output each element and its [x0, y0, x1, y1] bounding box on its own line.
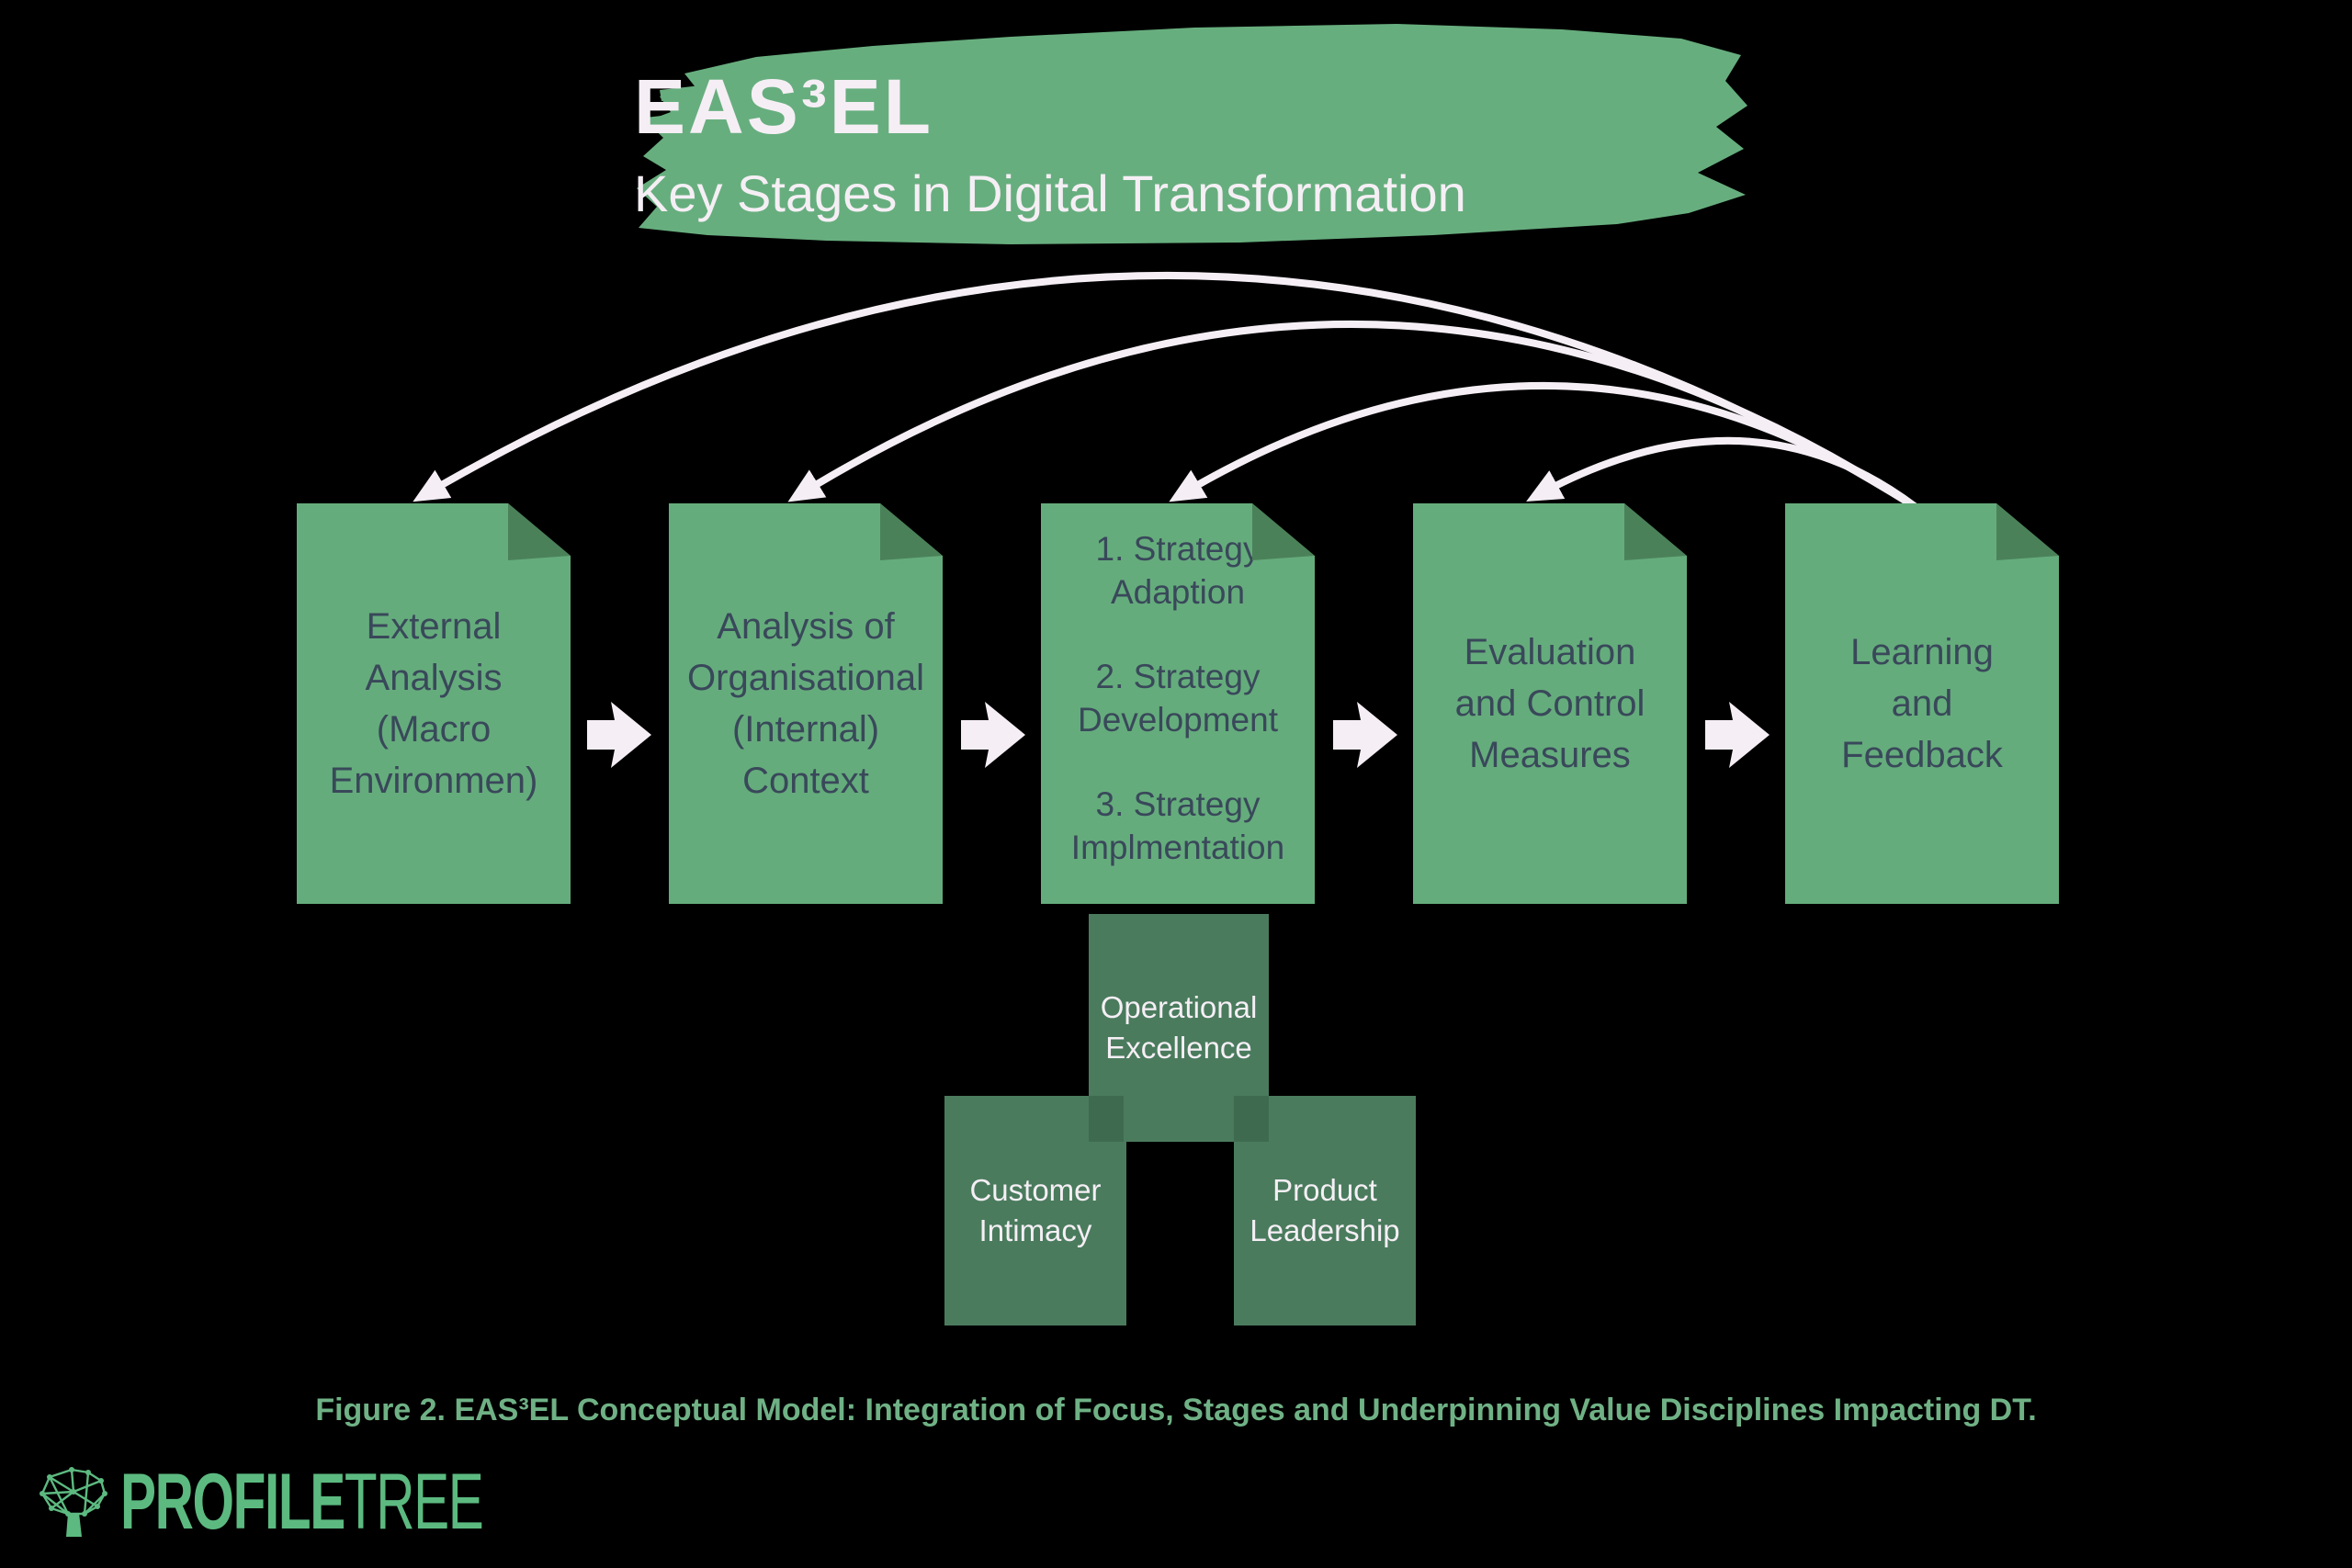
stage-box-organisational-context: Analysis of Organisational (Internal) Co… — [669, 503, 943, 904]
fold-corner-icon — [1624, 503, 1687, 560]
stage-box-learning-feedback: Learning and Feedback — [1785, 503, 2059, 904]
stage-box-strategy-stages: 1. Strategy Adaption 2. Strategy Develop… — [1041, 503, 1315, 904]
strategy-item-development: 2. Strategy Development — [1077, 658, 1278, 739]
feedback-arc-to-stage3 — [1169, 382, 1918, 511]
box-overlap-shade — [1234, 1096, 1269, 1142]
stage-label: Evaluation and Control Measures — [1454, 632, 1645, 775]
brush-stroke — [637, 24, 1747, 244]
stage-label: Learning and Feedback — [1841, 632, 2003, 775]
profiletree-logo: PROFILETREE — [40, 1457, 653, 1548]
figure-caption: Figure 2. EAS³EL Conceptual Model: Integ… — [315, 1393, 2037, 1427]
diagram-title: EAS³EL — [634, 63, 934, 150]
brand-profile: PROFILE — [120, 1458, 345, 1546]
feedback-arc-to-stage4 — [1526, 437, 1918, 511]
strategy-list: 1. Strategy Adaption 2. Strategy Develop… — [1070, 503, 1285, 904]
fold-corner-icon — [1996, 503, 2059, 560]
brand-tree: TREE — [344, 1458, 484, 1546]
flow-arrow-icon — [1333, 702, 1397, 768]
box-overlap-shade — [1089, 1096, 1124, 1142]
strategy-item-implementation: 3. Strategy Implmentation — [1070, 785, 1285, 866]
discipline-box-product-leadership: Product Leadership — [1234, 1096, 1416, 1325]
fold-corner-icon — [880, 503, 943, 560]
flow-arrow-icon — [587, 702, 651, 768]
stage-label: Analysis of Organisational (Internal) Co… — [687, 606, 924, 801]
fold-corner-icon — [508, 503, 571, 560]
discipline-label: Operational Excellence — [1100, 990, 1258, 1065]
stage-label: External Analysis (Macro Environmen) — [329, 606, 538, 801]
stage-box-external-analysis: External Analysis (Macro Environmen) — [297, 503, 571, 904]
tree-logo-icon — [40, 1466, 107, 1537]
strategy-item-adaption: 1. Strategy Adaption — [1095, 530, 1261, 611]
flow-arrow-icon — [1705, 702, 1770, 768]
title-banner: EAS³EL Key Stages in Digital Transformat… — [634, 9, 1759, 250]
diagram-subtitle: Key Stages in Digital Transformation — [634, 164, 1466, 222]
flow-arrow-icon — [961, 702, 1025, 768]
brand-wordmark: PROFILETREE — [120, 1457, 484, 1548]
discipline-label: Product Leadership — [1250, 1173, 1400, 1247]
feedback-arc-to-stage2 — [787, 320, 1918, 511]
discipline-label: Customer Intimacy — [969, 1173, 1102, 1247]
stage-box-evaluation-control: Evaluation and Control Measures — [1413, 503, 1687, 904]
fold-corner-icon — [1252, 503, 1315, 560]
